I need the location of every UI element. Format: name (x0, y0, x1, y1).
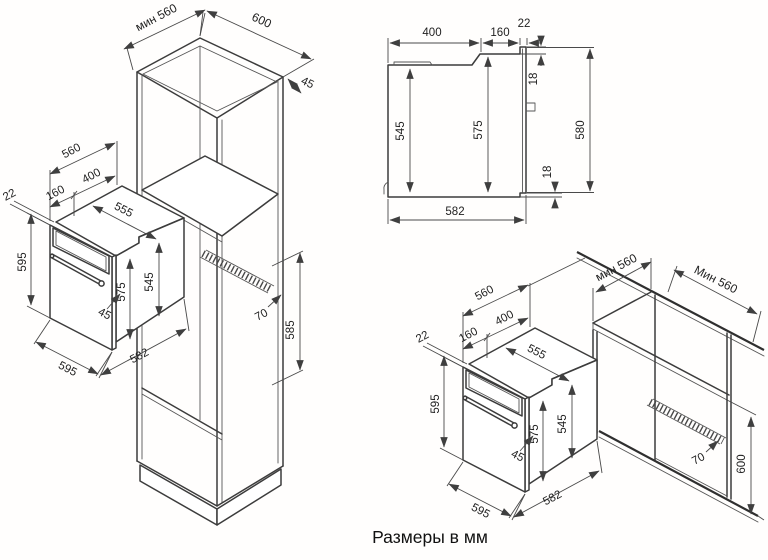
oven-left-dimensions: 560 400 160 22 595 555 575 545 45 595 58… (1, 141, 190, 379)
dim-label-575: 575 (473, 120, 485, 139)
dim-label-18-top: 18 (528, 73, 540, 86)
mounting-tab (525, 102, 536, 112)
dim-label-min560-width: Мин 560 (692, 263, 740, 297)
dim-label-45: 45 (96, 306, 113, 323)
dim-label-595-height: 595 (17, 252, 29, 271)
dim-label-22: 22 (518, 18, 531, 30)
dim-label-18-bottom: 18 (542, 166, 554, 179)
cabinet-shelf (141, 155, 279, 237)
dim-label-400: 400 (422, 27, 441, 39)
dim-label-45: 45 (509, 448, 526, 465)
dim-label-580: 580 (575, 120, 587, 139)
side-profile-drawing: 400 160 22 18 545 575 580 18 582 (383, 18, 594, 224)
tall-cabinet-drawing: мин 560 600 45 70 585 560 400 160 22 (1, 1, 316, 526)
dim-label-70-gap: 70 (253, 307, 270, 324)
dim-label-575: 575 (116, 282, 128, 301)
caption-units: Размеры в мм (372, 527, 488, 547)
dim-label-600: 600 (250, 10, 274, 31)
dim-label-560: 560 (473, 284, 496, 304)
dim-label-70-gap: 70 (690, 451, 707, 468)
oven-right-dimensions: 560 400 160 22 595 555 575 545 45 595 58… (414, 257, 603, 521)
cabinet-plinth (139, 464, 218, 526)
dim-label-585: 585 (285, 320, 297, 339)
side-profile-dimensions: 400 160 22 18 545 575 580 18 582 (387, 18, 594, 224)
dim-label-22: 22 (1, 187, 18, 204)
vent-hatch-strip (648, 398, 725, 445)
dim-label-min560-depth: мин 560 (593, 251, 640, 285)
dim-label-595-height: 595 (430, 394, 442, 413)
dim-label-575: 575 (529, 424, 541, 443)
dim-label-160: 160 (490, 27, 509, 39)
dim-label-545: 545 (144, 272, 156, 291)
dim-label-45-edge: 45 (299, 75, 316, 91)
dim-label-545: 545 (395, 121, 407, 140)
dim-label-22: 22 (414, 329, 431, 346)
dim-label-545: 545 (557, 414, 569, 433)
dim-label-600: 600 (736, 454, 748, 473)
vent-hatch-strip (201, 250, 273, 293)
dim-label-560: 560 (60, 142, 83, 162)
base-cabinet-drawing: мин 560 Мин 560 70 600 560 400 160 22 59… (414, 251, 765, 523)
dim-label-min560: мин 560 (133, 1, 180, 35)
dim-label-582: 582 (445, 206, 464, 218)
